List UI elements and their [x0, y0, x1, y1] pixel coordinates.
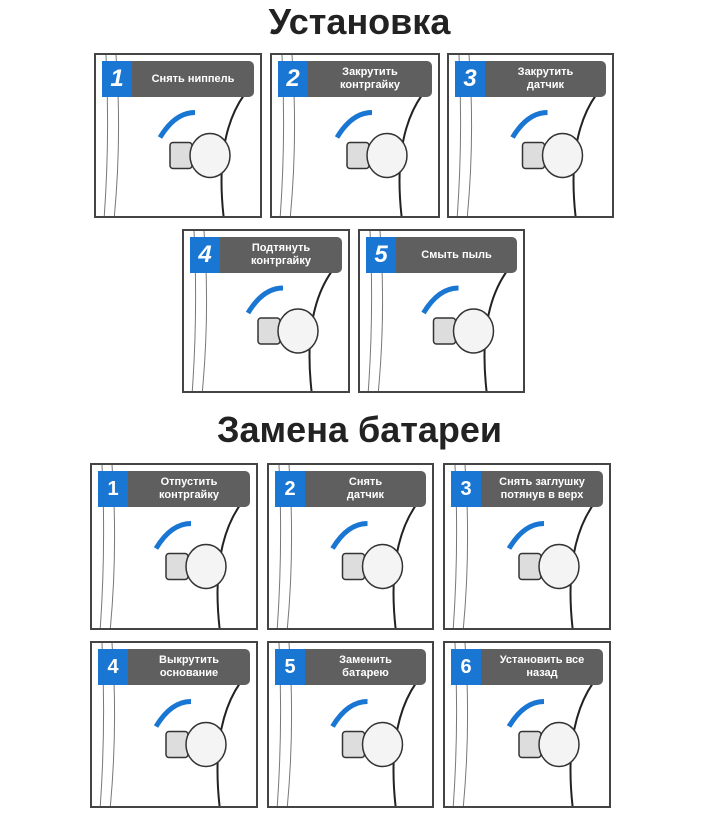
step-label: 2 Снять датчик: [275, 471, 426, 507]
battery-step-4-panel: 4 Выкрутить основание: [90, 641, 258, 808]
step-label: 4 Выкрутить основание: [98, 649, 250, 685]
step-label: 3 Снять заглушку потянув в верх: [451, 471, 603, 507]
step-text: Отпустить контргайку: [128, 471, 250, 507]
step-number: 1: [98, 471, 128, 507]
step-number: 6: [451, 649, 481, 685]
install-step-2-panel: 2 Закрутить контргайку: [270, 53, 440, 218]
arrow-icon: [157, 110, 196, 139]
step-illustration: [103, 55, 245, 216]
step-number: 1: [102, 61, 132, 97]
battery-step-1-panel: 1 Отпустить контргайку: [90, 463, 258, 630]
arrow-icon: [245, 285, 284, 315]
step-text: Снять ниппель: [132, 61, 254, 97]
battery-step-6-panel: 6 Установить все назад: [443, 641, 611, 808]
step-number: 3: [455, 61, 485, 97]
arrow-icon: [510, 110, 548, 139]
step-label: 1 Снять ниппель: [102, 61, 254, 97]
step-text: Снять датчик: [305, 471, 426, 507]
arrow-icon: [330, 699, 368, 728]
step-label: 1 Отпустить контргайку: [98, 471, 250, 507]
step-text: Подтянуть контргайку: [220, 237, 342, 273]
battery-step-3-panel: 3 Снять заглушку потянув в верх: [443, 463, 611, 630]
step-label: 6 Установить все назад: [451, 649, 603, 685]
step-number: 2: [278, 61, 308, 97]
install-step-3-panel: 3 Закрутить датчик: [447, 53, 614, 218]
arrow-icon: [330, 521, 368, 550]
step-number: 4: [190, 237, 220, 273]
step-illustration: [99, 643, 241, 806]
install-step-4-panel: 4 Подтянуть контргайку: [182, 229, 350, 393]
step-number: 5: [275, 649, 305, 685]
step-text: Заменить батарею: [305, 649, 426, 685]
step-text: Закрутить контргайку: [308, 61, 432, 97]
install-step-5-panel: 5 Смыть пыль: [358, 229, 525, 393]
step-illustration: [456, 55, 597, 216]
arrow-icon: [506, 699, 545, 728]
step-illustration: [99, 465, 241, 628]
battery-step-2-panel: 2 Снять датчик: [267, 463, 434, 630]
step-label: 4 Подтянуть контргайку: [190, 237, 342, 273]
step-text: Снять заглушку потянув в верх: [481, 471, 603, 507]
step-illustration: [276, 643, 417, 806]
install-step-1-panel: 1 Снять ниппель: [94, 53, 262, 218]
battery-step-5-panel: 5 Заменить батарею: [267, 641, 434, 808]
arrow-icon: [506, 521, 545, 550]
step-number: 5: [366, 237, 396, 273]
step-text: Смыть пыль: [396, 237, 517, 273]
step-illustration: [452, 643, 594, 806]
step-label: 2 Закрутить контргайку: [278, 61, 432, 97]
step-number: 4: [98, 649, 128, 685]
step-text: Закрутить датчик: [485, 61, 606, 97]
battery-title: Замена батареи: [216, 409, 503, 450]
step-label: 5 Смыть пыль: [366, 237, 517, 273]
arrow-icon: [153, 699, 192, 728]
arrow-icon: [334, 110, 373, 139]
arrow-icon: [153, 521, 192, 550]
install-title: Установка: [268, 1, 451, 42]
step-illustration: [367, 231, 508, 391]
step-label: 3 Закрутить датчик: [455, 61, 606, 97]
step-text: Выкрутить основание: [128, 649, 250, 685]
arrow-icon: [421, 285, 459, 315]
step-number: 2: [275, 471, 305, 507]
step-text: Установить все назад: [481, 649, 603, 685]
step-label: 5 Заменить батарею: [275, 649, 426, 685]
step-number: 3: [451, 471, 481, 507]
